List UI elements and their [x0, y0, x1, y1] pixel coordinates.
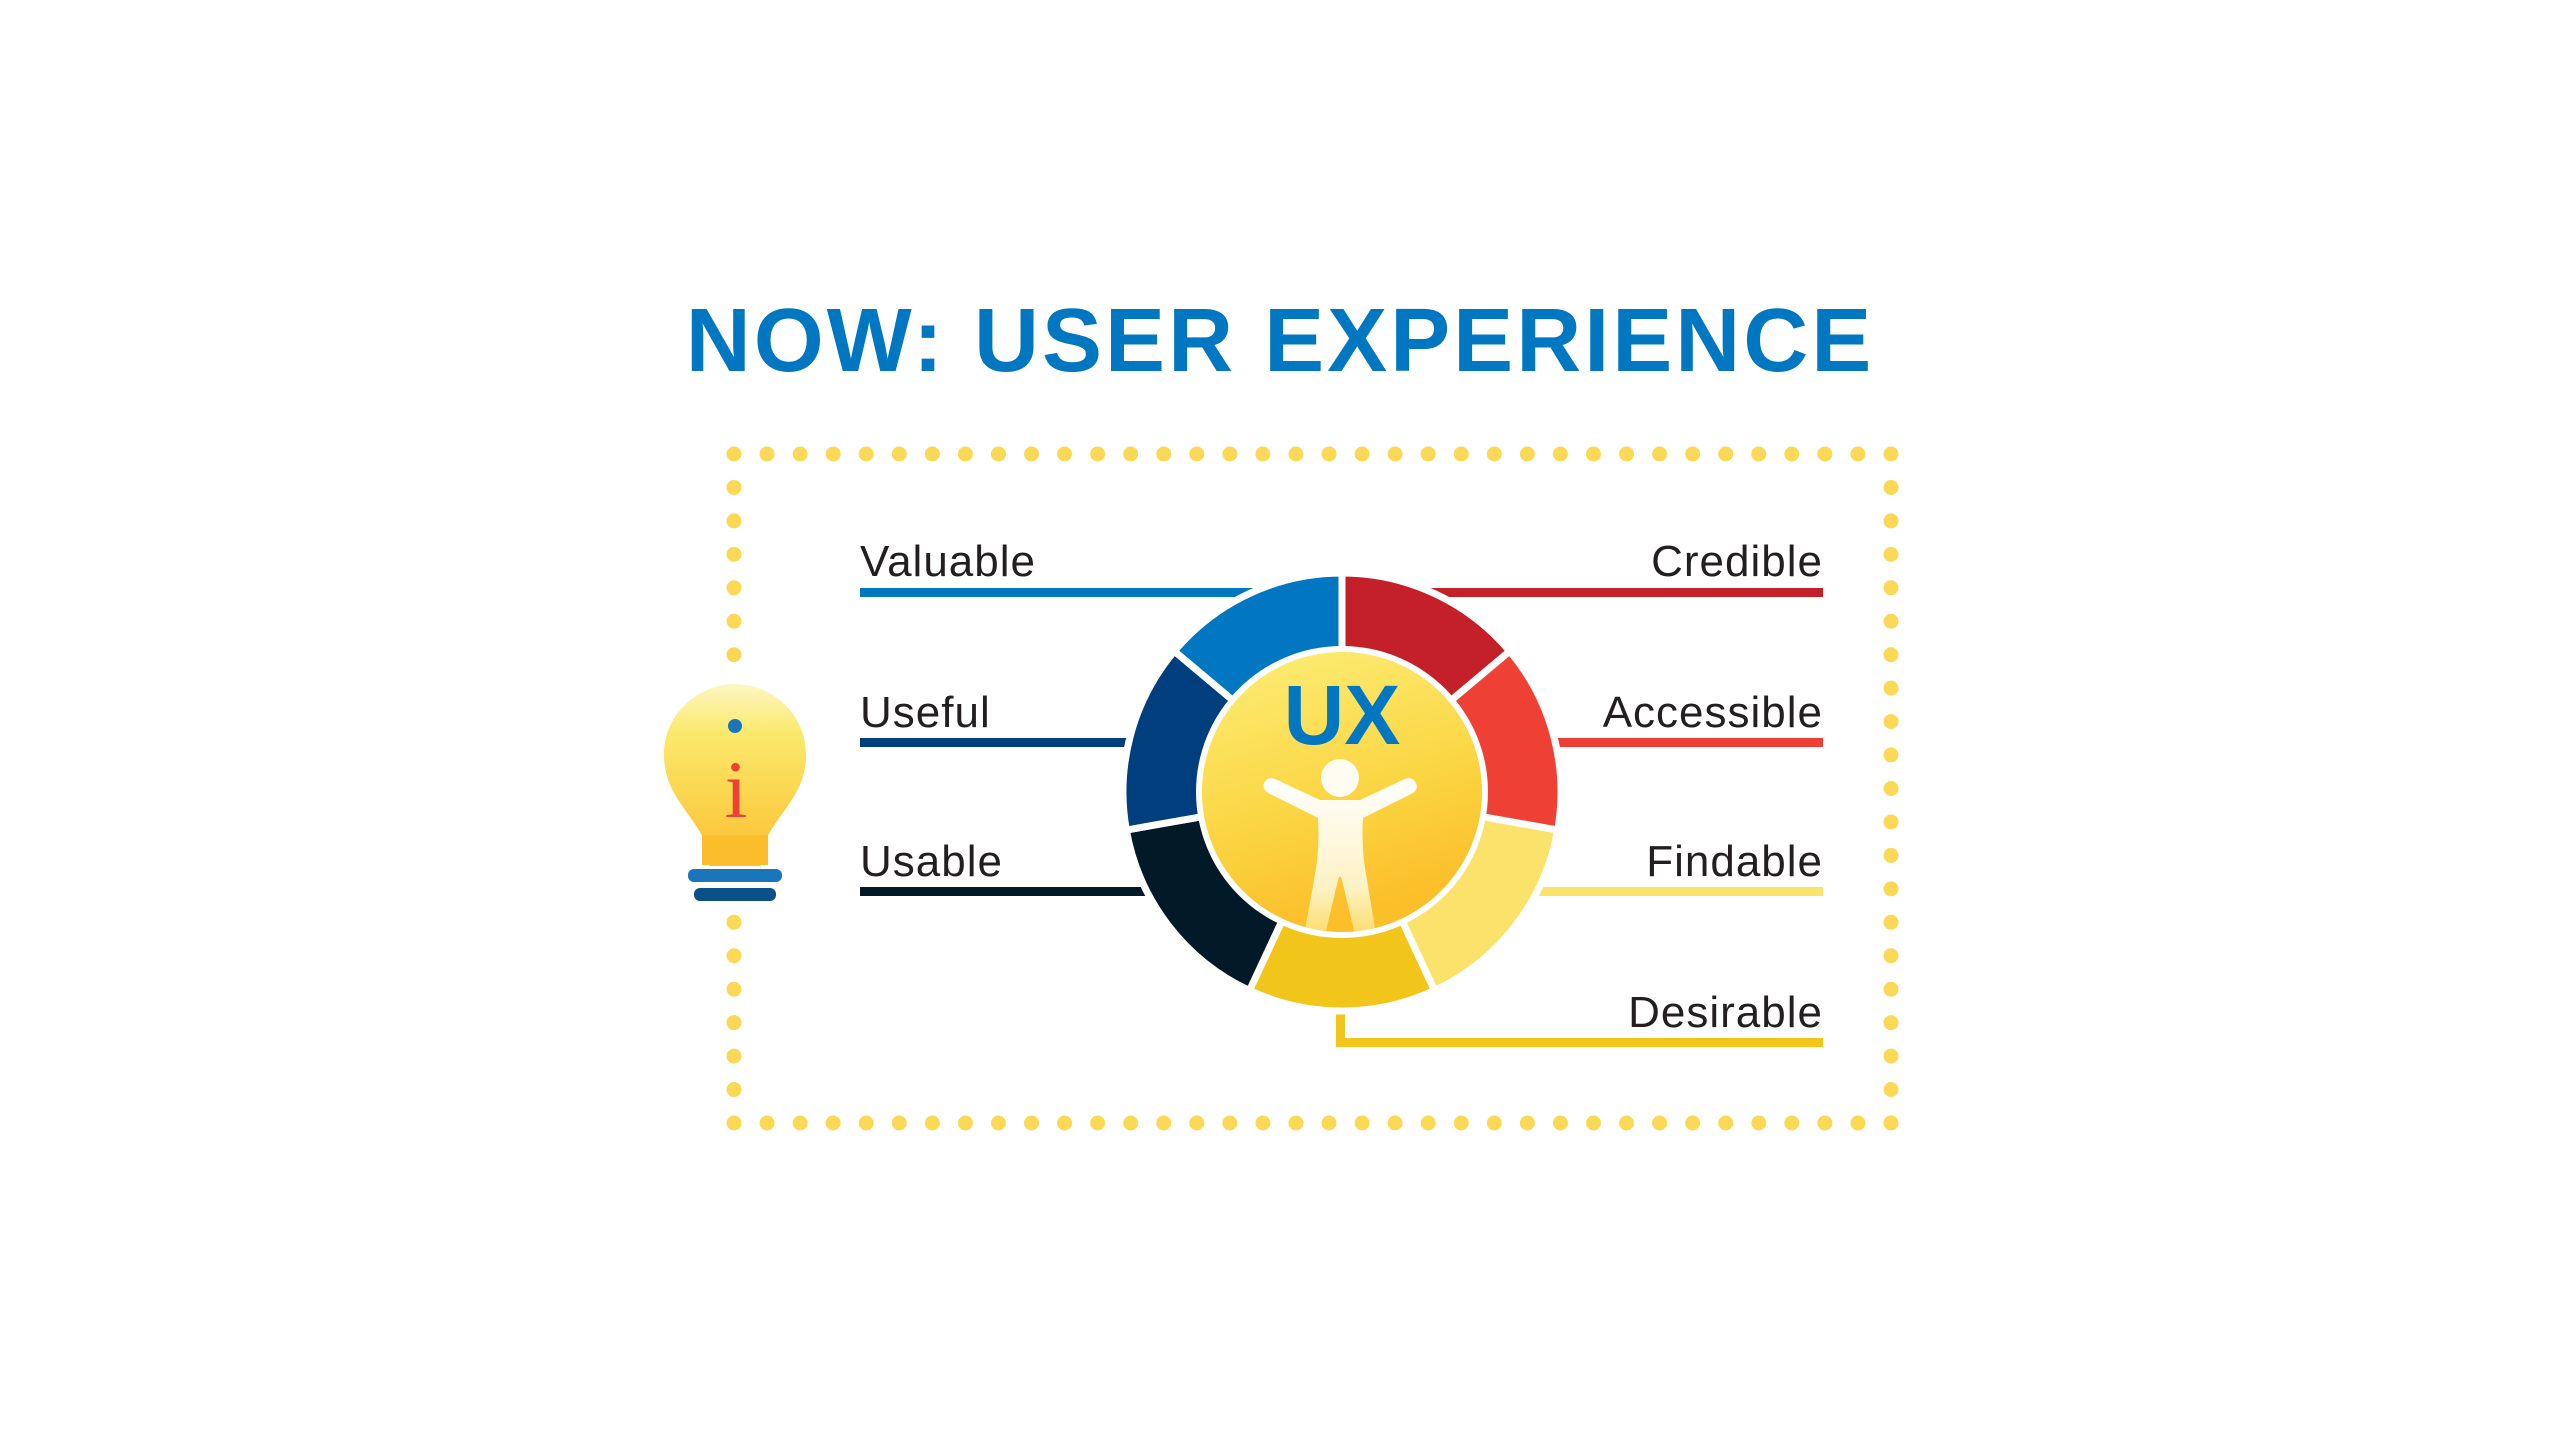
lightbulb-info-icon: i: [664, 684, 806, 901]
ux-center-text: UX: [1284, 668, 1401, 762]
findable-line: [1530, 887, 1823, 896]
label-useful: Useful: [860, 688, 991, 737]
useful-line: [860, 738, 1160, 747]
accessible-line: [1530, 738, 1823, 747]
svg-text:i: i: [725, 744, 748, 835]
info-dot: [728, 719, 742, 733]
label-accessible: Accessible: [1602, 688, 1823, 737]
label-valuable: Valuable: [860, 537, 1036, 586]
desirable-line-vertical: [1336, 990, 1345, 1047]
label-usable: Usable: [860, 837, 1003, 886]
usable-line: [860, 887, 1160, 896]
bulb-base-bottom: [694, 888, 776, 901]
desirable-line: [1336, 1038, 1823, 1047]
bulb-base-top: [688, 869, 782, 882]
label-findable: Findable: [1646, 837, 1823, 886]
valuable-line: [860, 588, 1260, 597]
label-credible: Credible: [1651, 537, 1823, 586]
dotted-frame: [726, 446, 1899, 1131]
ux-wheel: [1119, 569, 1565, 1015]
label-desirable: Desirable: [1628, 988, 1823, 1037]
credible-line: [1420, 588, 1823, 597]
page-title: NOW: USER EXPERIENCE: [685, 291, 1875, 391]
accessibility-person-icon: [1263, 759, 1417, 932]
